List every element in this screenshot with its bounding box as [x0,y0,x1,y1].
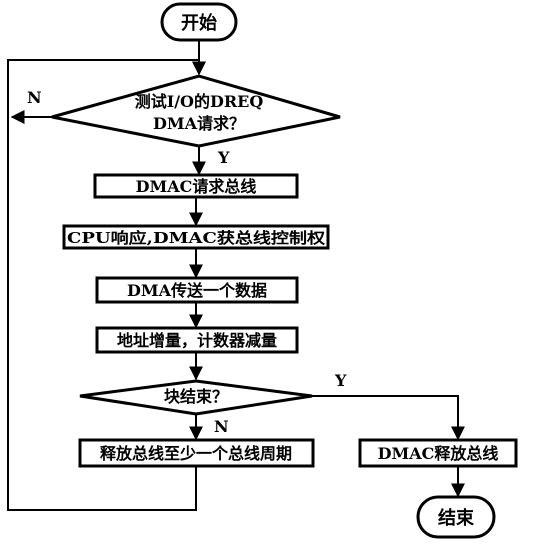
step-release-cycle: 释放总线至少一个总线周期 [78,438,315,468]
step-release-bus: DMAC释放总线 [358,438,518,468]
decision-block-end-no-label: N [214,417,229,436]
decision-dreq-line2: DMA请求？ [153,114,245,133]
end-label: 结束 [438,507,475,529]
connector-decision2-yes [312,395,465,441]
decision-dreq: 测试I/O的DREQ DMA请求？ [51,74,341,148]
decision-dreq-yes-label: Y [217,148,230,167]
start-terminal: 开始 [160,2,238,42]
step-cpu-response-label: CPU响应,DMAC获总线控制权 [67,229,326,247]
decision-block-end-label: 块结束？ [164,387,228,406]
step-release-bus-label: DMAC释放总线 [378,444,499,463]
decision-dreq-line1: 测试I/O的DREQ [135,92,264,111]
step-address-label: 地址增量，计数器减量 [117,331,277,350]
step-request-bus-label: DMAC请求总线 [136,177,257,196]
end-terminal: 结束 [416,495,496,539]
decision-block-end: 块结束？ [79,379,313,416]
step-address: 地址增量，计数器减量 [95,326,299,354]
decision-dreq-no-label: N [27,88,42,107]
start-label: 开始 [181,12,217,34]
step-transfer: DMA传送一个数据 [95,276,299,304]
decision-block-end-yes-label: Y [334,371,347,390]
step-release-cycle-label: 释放总线至少一个总线周期 [100,444,292,463]
step-transfer-label: DMA传送一个数据 [127,281,267,300]
step-request-bus: DMAC请求总线 [93,173,299,199]
connector-loop-back [7,59,199,511]
step-cpu-response: CPU响应,DMAC获总线控制权 [62,224,330,250]
